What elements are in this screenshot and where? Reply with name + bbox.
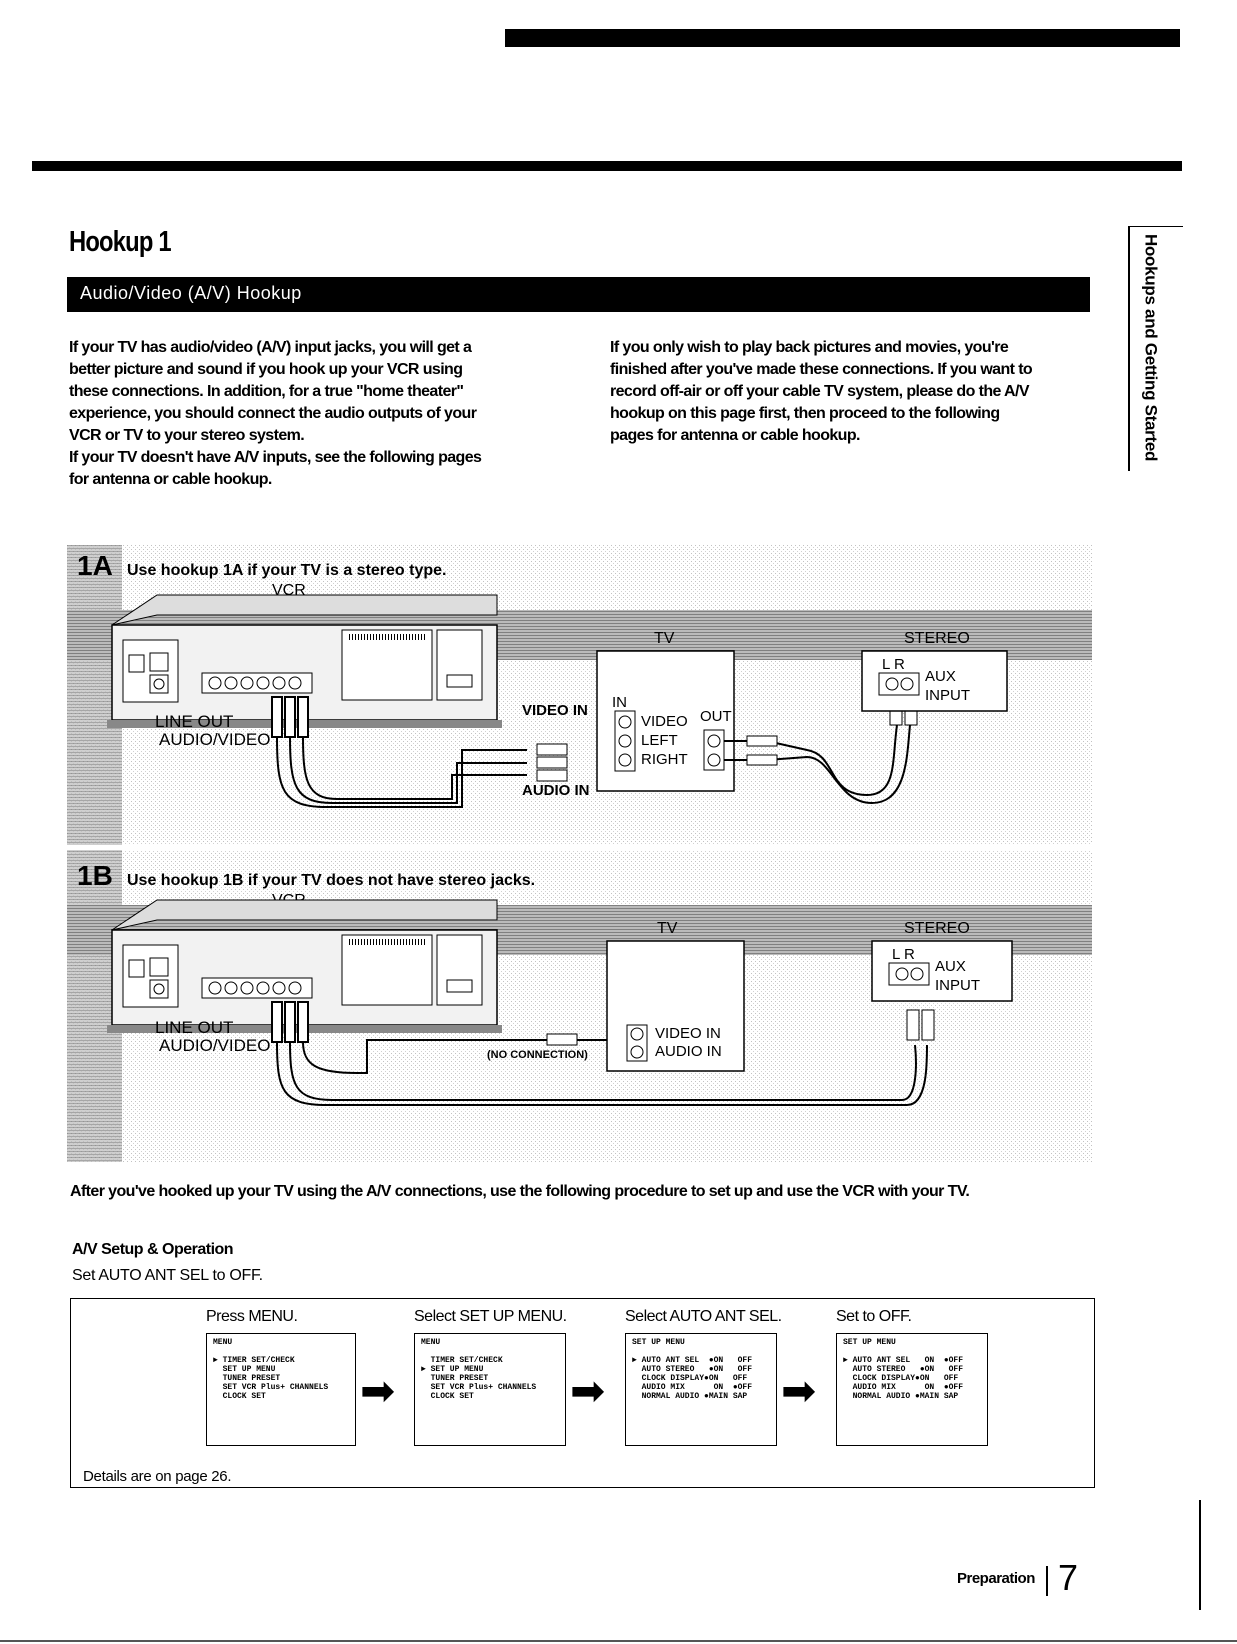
video-in-label: VIDEO IN (522, 702, 588, 719)
intro-line: finished after you've made these connect… (610, 359, 1090, 381)
intro-line: pages for antenna or cable hookup. (610, 425, 1090, 447)
hookup-1b-title: Use hookup 1B if your TV does not have s… (127, 872, 535, 889)
step-1-menu-screen: MENU ► TIMER SET/CHECK SET UP MENU TUNER… (206, 1333, 356, 1446)
step-1-label: Press MENU. (206, 1308, 297, 1326)
audio-video-label: AUDIO/VIDEO (159, 1036, 270, 1055)
line-out-label: LINE OUT (155, 1018, 233, 1037)
tv-video-in-label: VIDEO IN (655, 1025, 721, 1042)
tv-in-label: IN (612, 694, 627, 711)
input-label: INPUT (925, 687, 970, 704)
vcr-output-jacks (202, 978, 312, 998)
intro-line: hookup on this page first, then proceed … (610, 403, 1090, 425)
page-number: 7 (1058, 1557, 1078, 1599)
section-bar: Audio/Video (A/V) Hookup (67, 277, 1090, 312)
stereo-label: STEREO (904, 630, 970, 647)
hookup-1a-badge: 1A (77, 550, 113, 581)
side-tab-line (1128, 226, 1130, 471)
tv-right-label: RIGHT (641, 751, 688, 768)
aux-label: AUX (935, 958, 966, 975)
hookup-1b-badge: 1B (77, 860, 113, 891)
intro-line: VCR or TV to your stereo system. (69, 425, 559, 447)
setup-title: A/V Setup & Operation (72, 1241, 233, 1259)
header-rule (32, 161, 1182, 171)
intro-column-right: If you only wish to play back pictures a… (610, 337, 1090, 447)
intro-line: record off-air or off your cable TV syst… (610, 381, 1090, 403)
vcr-output-jacks (202, 673, 312, 693)
intro-line: If you only wish to play back pictures a… (610, 337, 1090, 359)
arrow-right-icon: ➡ (781, 1370, 816, 1412)
tv-out-label: OUT (700, 708, 732, 725)
hookup-1b: 1B Use hookup 1B if your TV does not hav… (67, 850, 1092, 1162)
footer-section-label: Preparation (957, 1570, 1035, 1587)
tv-label: TV (657, 920, 678, 937)
intro-column-left: If your TV has audio/video (A/V) input j… (69, 337, 559, 491)
audio-in-label: AUDIO IN (522, 782, 590, 799)
tv-audio-in-label: AUDIO IN (655, 1043, 722, 1060)
side-tab-label: Hookups and Getting Started (1141, 234, 1160, 461)
tv-video-label: VIDEO (641, 713, 688, 730)
intro-line: these connections. In addition, for a tr… (69, 381, 559, 403)
stereo-lr-label: L R (892, 946, 915, 963)
footer-divider (1046, 1566, 1048, 1596)
input-label: INPUT (935, 977, 980, 994)
side-tab-rule (1128, 226, 1183, 227)
intro-line: for antenna or cable hookup. (69, 469, 559, 491)
step-3-menu-screen: SET UP MENU ► AUTO ANT SEL ●ON OFF AUTO … (625, 1333, 777, 1446)
arrow-right-icon: ➡ (570, 1370, 605, 1412)
top-rule (505, 29, 1180, 47)
step-2-menu-screen: MENU TIMER SET/CHECK ► SET UP MENU TUNER… (414, 1333, 566, 1446)
tv-input-jacks (627, 1025, 647, 1061)
stereo-label: STEREO (904, 920, 970, 937)
step-2-label: Select SET UP MENU. (414, 1308, 567, 1326)
arrow-right-icon: ➡ (360, 1370, 395, 1412)
tv-left-label: LEFT (641, 732, 678, 749)
line-out-label: LINE OUT (155, 712, 233, 731)
tv-label: TV (654, 630, 675, 647)
diagram-caption: After you've hooked up your TV using the… (70, 1183, 969, 1201)
plugs-tv-input (537, 744, 567, 781)
hookup-1a: 1A Use hookup 1A if your TV is a stereo … (67, 545, 1092, 845)
bottom-rule (0, 1640, 1237, 1642)
setup-subtitle: Set AUTO ANT SEL to OFF. (72, 1267, 263, 1285)
intro-line: If your TV doesn't have A/V inputs, see … (69, 447, 559, 469)
page-edge-mark (1199, 1500, 1201, 1610)
section-bar-title: Audio/Video (A/V) Hookup (80, 283, 302, 304)
intro-line: If your TV has audio/video (A/V) input j… (69, 337, 559, 359)
step-4-label: Set to OFF. (836, 1308, 911, 1326)
hookup-diagram: 1A Use hookup 1A if your TV is a stereo … (67, 545, 1092, 1167)
hookup-1a-title: Use hookup 1A if your TV is a stereo typ… (127, 562, 446, 579)
no-connection-label: (NO CONNECTION) (487, 1049, 588, 1061)
step-3-label: Select AUTO ANT SEL. (625, 1308, 782, 1326)
audio-video-label: AUDIO/VIDEO (159, 730, 270, 749)
intro-line: experience, you should connect the audio… (69, 403, 559, 425)
aux-label: AUX (925, 668, 956, 685)
intro-line: better picture and sound if you hook up … (69, 359, 559, 381)
stereo-lr-label: L R (882, 656, 905, 673)
page-heading: Hookup 1 (69, 226, 171, 259)
step-4-menu-screen: SET UP MENU ► AUTO ANT SEL ON ●OFF AUTO … (836, 1333, 988, 1446)
details-note: Details are on page 26. (83, 1468, 231, 1485)
